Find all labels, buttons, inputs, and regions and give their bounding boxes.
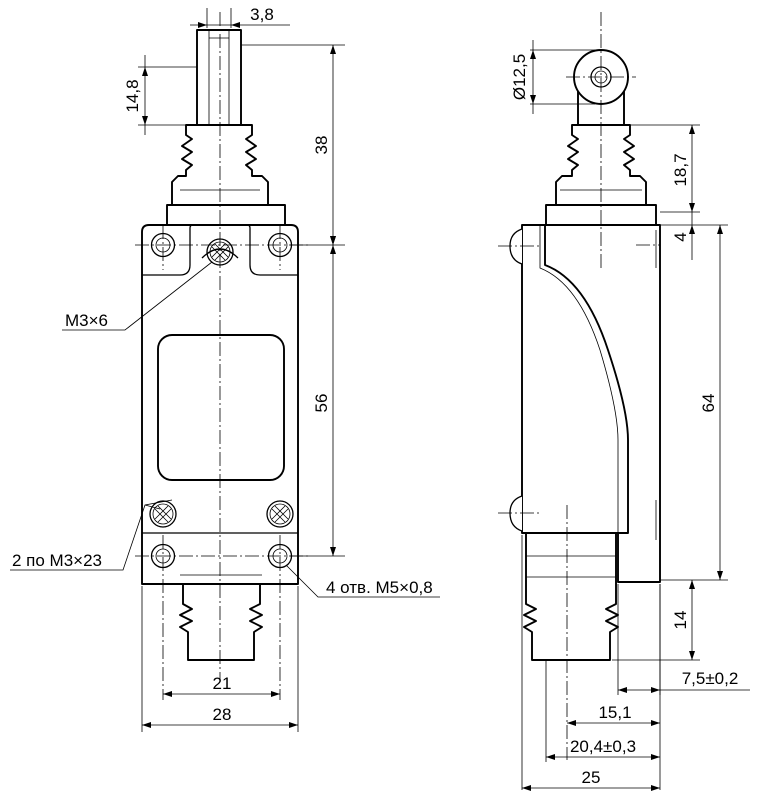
front-view: 3,8 14,8 38 56 21 28 M3×6 2 по [10, 5, 440, 732]
dim-side-body-height: 64 [699, 394, 718, 413]
dim-boot-height: 18,7 [671, 153, 690, 186]
dim-offset-small: 7,5±0,2 [682, 669, 739, 688]
dim-body-width: 28 [213, 705, 232, 724]
dim-roller-diameter: Ø12,5 [510, 54, 529, 100]
plunger [196, 29, 242, 126]
dim-body-height: 56 [312, 394, 331, 413]
dim-total-width: 25 [582, 768, 601, 787]
side-bottom-boot [523, 532, 619, 661]
label-top-screw: M3×6 [65, 311, 108, 330]
front-bottom-boot [179, 583, 263, 661]
label-side-screws: 2 по М3×23 [12, 551, 102, 570]
dim-plunger-width: 3,8 [250, 5, 274, 24]
dim-flange: 4 [671, 232, 690, 241]
dim-offset-large: 20,4±0,3 [570, 737, 636, 756]
side-view: Ø12,5 18,7 4 64 14 7,5±0,2 [498, 12, 750, 791]
front-window [157, 334, 285, 481]
dim-top-height: 38 [312, 136, 331, 155]
dim-offset-mid: 15,1 [598, 703, 631, 722]
front-collar [166, 204, 286, 226]
dim-bottom-height: 14 [671, 611, 690, 630]
side-body [521, 224, 661, 583]
dim-hole-spacing: 21 [213, 674, 232, 693]
label-holes: 4 отв. М5×0,8 [326, 578, 433, 597]
dim-plunger-height: 14,8 [123, 79, 142, 112]
